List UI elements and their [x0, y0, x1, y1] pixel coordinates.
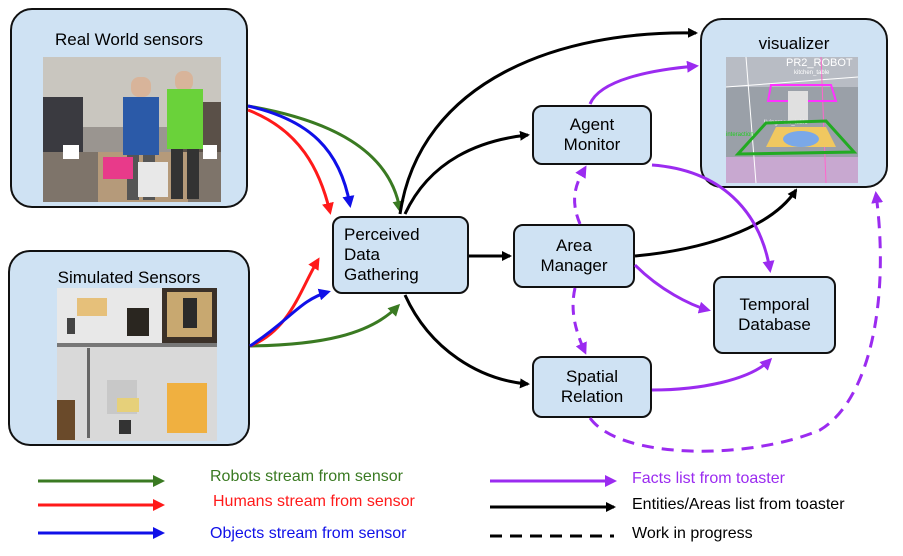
agent-monitor-to-visualizer-arrow: [588, 60, 699, 105]
real-humans-stream-arrow: [247, 108, 334, 215]
spatial-relation-to-temporal-arrow: [651, 357, 773, 392]
real-world-photo: [43, 57, 221, 202]
agent-monitor-to-temporal-arrow: [651, 163, 775, 273]
visualizer-interaction-label: interaction: [726, 132, 754, 138]
real-robots-stream-arrow: [247, 104, 405, 213]
area-manager-to-visualizer-arrow: [634, 188, 798, 258]
area-manager-node: Area Manager: [513, 224, 635, 288]
perceived-to-spatial-relation-arrow: [403, 294, 530, 389]
visualizer-screenshot: PR2_ROBOT kitchen_table livingroom_table…: [726, 57, 858, 183]
real-world-sensors-title: Real World sensors: [54, 30, 204, 49]
legend-humans-label: Humans stream from sensor: [213, 493, 415, 510]
simulated-sensors-title: Simulated Sensors: [57, 268, 201, 287]
real-objects-stream-arrow: [247, 104, 355, 208]
perceived-to-visualizer-arrow: [398, 27, 698, 215]
legend-facts-label: Facts list from toaster: [632, 470, 785, 487]
temporal-database-node: Temporal Database: [713, 276, 836, 354]
visualizer-title: visualizer: [758, 34, 830, 53]
simulated-sensors-image: [57, 288, 217, 441]
perceived-to-agent-monitor-arrow: [403, 130, 530, 215]
legend-wip-label: Work in progress: [632, 525, 753, 542]
legend-robots-label: Robots stream from sensor: [210, 468, 403, 485]
spatial-relation-node: Spatial Relation: [532, 356, 652, 418]
sim-objects-stream-arrow: [249, 288, 331, 348]
legend-entities-label: Entities/Areas list from toaster: [632, 496, 845, 513]
area-to-agent-wip-arrow: [573, 165, 587, 225]
visualizer-kitchen-label: kitchen_table: [794, 70, 830, 76]
sim-robots-stream-arrow: [249, 303, 401, 348]
legend-objects-label: Objects stream from sensor: [210, 525, 407, 542]
area-manager-to-temporal-arrow: [633, 263, 711, 314]
spatial-to-visualizer-wip-arrow: [588, 191, 884, 453]
area-to-spatial-wip-arrow: [571, 287, 587, 355]
visualizer-robot-label: PR2_ROBOT: [786, 57, 853, 69]
perceived-data-gathering-node: Perceived Data Gathering: [332, 216, 469, 294]
agent-monitor-node: Agent Monitor: [532, 105, 652, 165]
sim-humans-stream-arrow: [249, 257, 320, 348]
